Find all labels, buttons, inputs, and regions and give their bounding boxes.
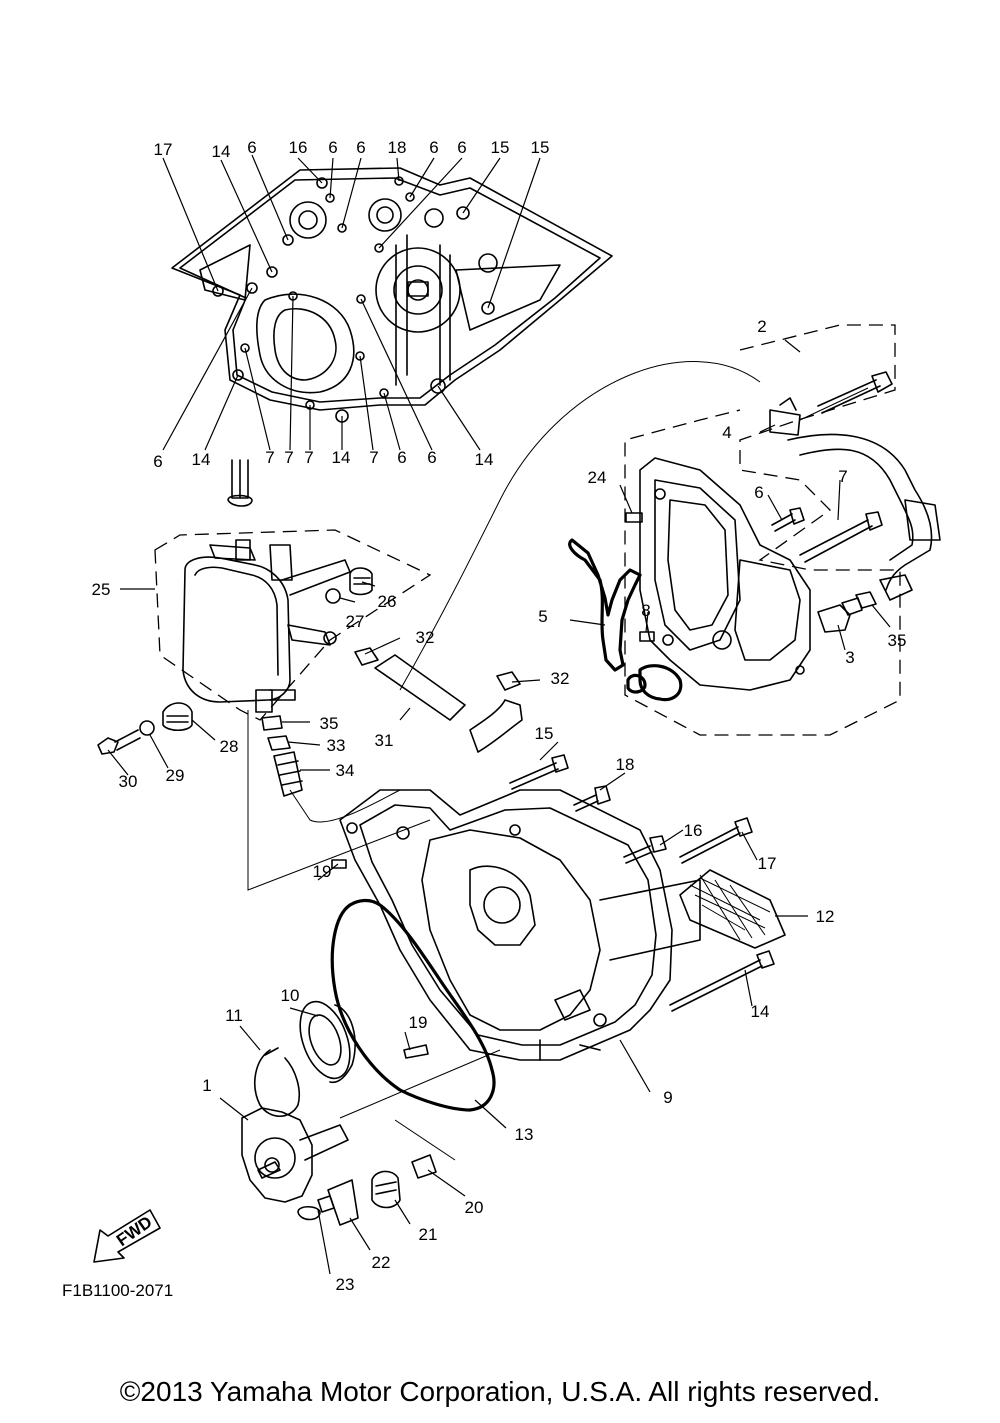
- callout-29: 29: [166, 766, 185, 785]
- callout-labels: 17 14 6 16 6 6 18 6 6 15 15 6 14 7 7 7 1…: [92, 138, 907, 1294]
- callout-19: 19: [313, 862, 332, 881]
- callout-20: 20: [465, 1198, 484, 1217]
- callout-12: 12: [816, 907, 835, 926]
- callout-13: 13: [515, 1125, 534, 1144]
- callout-15: 15: [491, 138, 510, 157]
- callout-2: 2: [757, 317, 766, 336]
- callout-6: 6: [457, 138, 466, 157]
- long-leader-2: [399, 361, 761, 691]
- callout-14: 14: [332, 448, 351, 467]
- callout-18: 18: [388, 138, 407, 157]
- callout-6: 6: [429, 138, 438, 157]
- callout-35: 35: [888, 631, 907, 650]
- callout-23: 23: [336, 1275, 355, 1294]
- leader-lines-top: [162, 154, 541, 451]
- callout-9: 9: [663, 1088, 672, 1107]
- callout-14: 14: [192, 450, 211, 469]
- callout-16: 16: [684, 821, 703, 840]
- gasket-13: [330, 898, 496, 1112]
- crankcase-cover: [339, 789, 701, 1061]
- callout-22: 22: [372, 1253, 391, 1272]
- callout-3: 3: [845, 648, 854, 667]
- callout-7: 7: [369, 448, 378, 467]
- callout-14: 14: [751, 1002, 770, 1021]
- callout-35: 35: [320, 714, 339, 733]
- leader-lines-right: [569, 339, 891, 651]
- callout-6: 6: [247, 138, 256, 157]
- callout-8: 8: [641, 601, 650, 620]
- callout-15: 15: [535, 724, 554, 743]
- callout-17: 17: [758, 854, 777, 873]
- callout-34: 34: [336, 761, 355, 780]
- callout-7: 7: [284, 448, 293, 467]
- callout-14: 14: [212, 142, 231, 161]
- oil-filter-housing-group: [568, 324, 941, 736]
- callout-11: 11: [225, 1006, 243, 1025]
- callout-1: 1: [202, 1076, 211, 1095]
- small-parts: [241, 859, 501, 1226]
- callout-7: 7: [838, 467, 847, 486]
- cover-bolts: [509, 754, 786, 1012]
- callout-6: 6: [427, 448, 436, 467]
- cover-plate: [171, 167, 613, 423]
- callout-6: 6: [153, 452, 162, 471]
- callout-6: 6: [356, 138, 365, 157]
- callout-15: 15: [531, 138, 550, 157]
- copyright-notice: ©2013 Yamaha Motor Corporation, U.S.A. A…: [119, 1376, 881, 1407]
- callout-6: 6: [397, 448, 406, 467]
- callout-4: 4: [722, 423, 731, 442]
- leader-lines-left: [107, 581, 541, 891]
- callout-17: 17: [154, 140, 173, 159]
- leader-lines-bottom: [219, 741, 808, 1275]
- callout-19: 19: [409, 1013, 428, 1032]
- fwd-label: FWD: [113, 1212, 156, 1250]
- callout-33: 33: [327, 736, 346, 755]
- callout-30: 30: [119, 772, 138, 791]
- diagram-code: F1B1100-2071: [62, 1281, 173, 1300]
- callout-21: 21: [419, 1225, 438, 1244]
- callout-14: 14: [475, 450, 494, 469]
- callout-28: 28: [220, 737, 239, 756]
- oil-tank-group: [97, 459, 523, 823]
- callout-25: 25: [92, 580, 111, 599]
- callout-10: 10: [281, 986, 300, 1005]
- callout-6: 6: [754, 483, 763, 502]
- callout-24: 24: [588, 468, 607, 487]
- callout-32: 32: [416, 628, 435, 647]
- fwd-arrow-icon: FWD: [93, 1209, 161, 1263]
- callout-27: 27: [346, 612, 365, 631]
- callout-5: 5: [538, 607, 547, 626]
- callout-6: 6: [328, 138, 337, 157]
- callout-31: 31: [375, 731, 394, 750]
- callout-18: 18: [616, 755, 635, 774]
- bolt-holes: [212, 176, 495, 423]
- callout-16: 16: [289, 138, 308, 157]
- callout-7: 7: [304, 448, 313, 467]
- callout-26: 26: [378, 592, 397, 611]
- callout-32: 32: [551, 669, 570, 688]
- callout-7: 7: [265, 448, 274, 467]
